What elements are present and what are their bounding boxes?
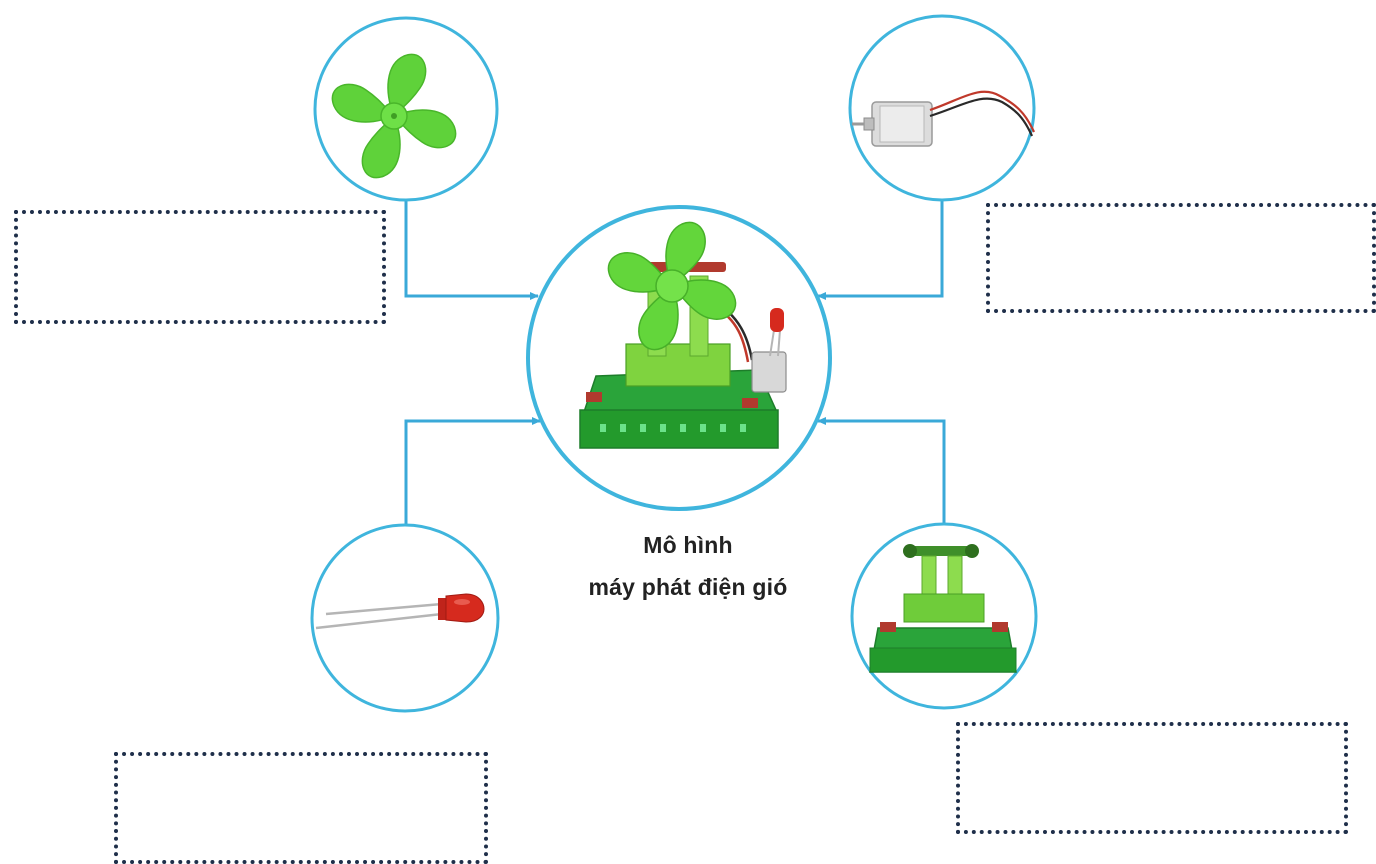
connector-led (406, 421, 540, 525)
caption-line-1: Mô hình (520, 532, 856, 559)
caption-line-2: máy phát điện gió (520, 574, 856, 601)
wind-generator-model (528, 207, 830, 509)
motor-part (850, 16, 1034, 200)
led-part (312, 525, 498, 711)
answer-box-led[interactable] (114, 752, 488, 864)
fan-blade-part (315, 18, 497, 200)
connector-base (818, 421, 944, 524)
answer-box-fan[interactable] (14, 210, 386, 324)
connector-motor (818, 196, 942, 296)
answer-box-base[interactable] (956, 722, 1348, 834)
answer-box-motor[interactable] (986, 203, 1376, 313)
base-frame-part (852, 524, 1036, 708)
connector-fan (406, 198, 538, 296)
